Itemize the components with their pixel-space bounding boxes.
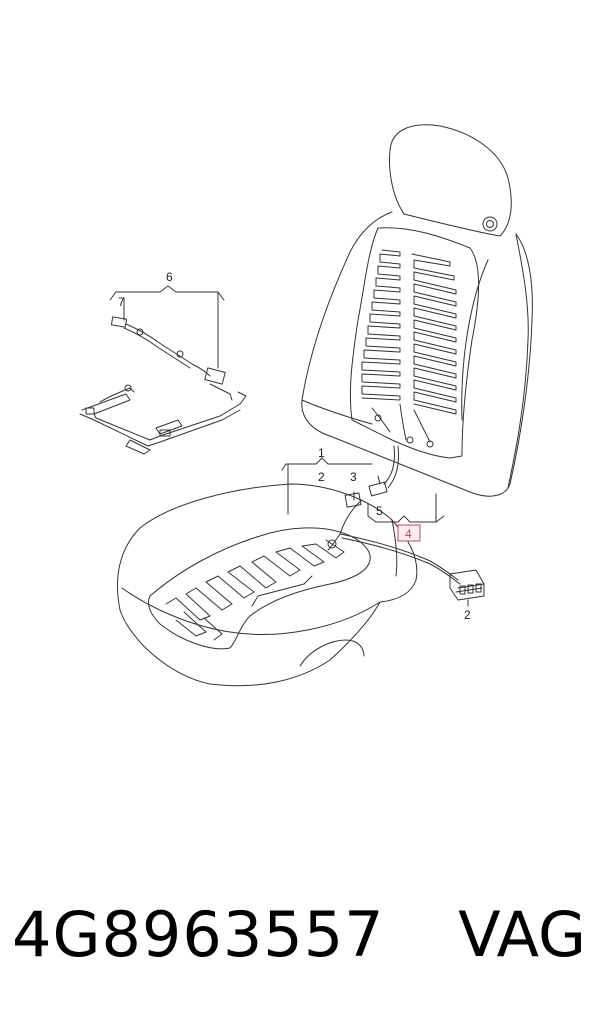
callout-2-lower: 2 xyxy=(464,608,471,622)
wiring-harness xyxy=(327,445,485,601)
callout-6: 6 xyxy=(166,270,173,284)
callout-2-upper: 2 xyxy=(318,470,325,484)
callout-4: 4 xyxy=(405,527,412,541)
callout-brackets xyxy=(109,285,445,523)
frame-wiring-assembly xyxy=(79,316,247,455)
callout-3: 3 xyxy=(350,470,357,484)
leader-lines xyxy=(353,475,469,607)
seat-cushion xyxy=(117,483,418,687)
callout-5: 5 xyxy=(376,504,383,518)
brand-label: VAG xyxy=(458,898,586,971)
part-footer: 4G8963557 VAG xyxy=(0,880,600,990)
callout-4-box: 4 xyxy=(397,524,421,542)
seat-backrest xyxy=(301,124,533,497)
part-number: 4G8963557 xyxy=(12,898,385,971)
callout-1: 1 xyxy=(318,446,325,460)
callout-7: 7 xyxy=(118,295,125,309)
